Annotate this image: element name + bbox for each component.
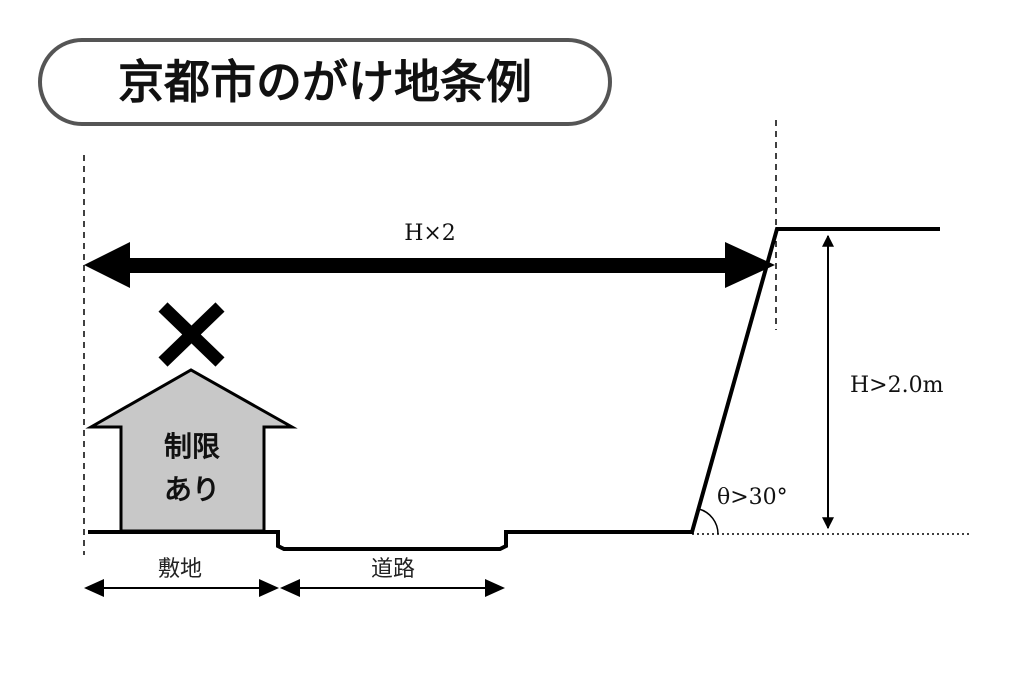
angle-label: θ>30° — [717, 485, 788, 510]
distance-label: H×2 — [404, 221, 456, 246]
road-width-arrow — [280, 579, 505, 597]
house-label-line1: 制限 — [164, 430, 220, 463]
house-label-line2: あり — [164, 473, 220, 506]
prohibited-x-icon — [158, 302, 225, 367]
angle-arc — [698, 508, 719, 535]
page-title: 京都市のがけ地条例 — [118, 55, 532, 109]
title-badge: 京都市のがけ地条例 — [38, 38, 612, 126]
site-width-arrow — [84, 579, 279, 597]
ground-profile — [88, 227, 940, 551]
house-icon — [85, 368, 298, 533]
road-label: 道路 — [371, 557, 415, 582]
height-label: H>2.0m — [850, 373, 944, 398]
distance-arrow — [84, 242, 775, 288]
site-label: 敷地 — [158, 557, 202, 582]
